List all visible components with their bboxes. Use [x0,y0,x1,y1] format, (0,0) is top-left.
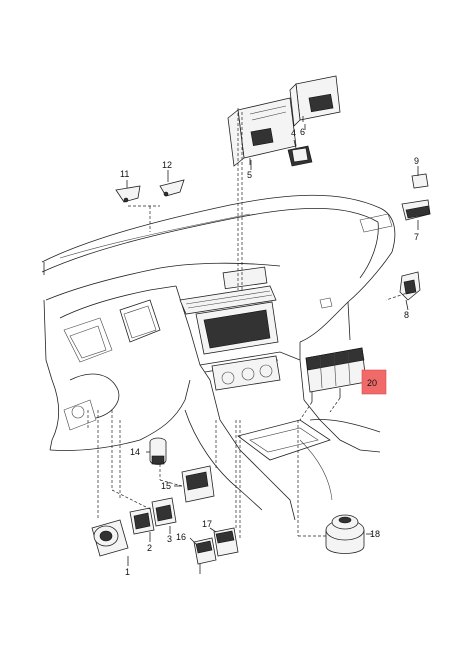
callout-17: 17 [202,519,212,529]
callout-18: 18 [370,529,380,539]
callout-20: 20 [367,378,377,388]
part-20-switch-panel [305,347,367,402]
callout-2: 2 [147,543,152,553]
callout-labels: 1 2 3 4 5 6 7 8 9 11 12 14 15 16 17 18 2… [120,127,419,577]
callout-8: 8 [404,310,409,320]
callout-1: 1 [125,567,130,577]
part-8-sensor [399,271,421,301]
callout-7: 7 [414,232,419,242]
callout-12: 12 [162,160,172,170]
part-17-switch [213,527,239,557]
part-3-switch [151,497,177,527]
callout-6: 6 [300,127,305,137]
callout-15: 15 [161,481,171,491]
leader-lines [87,108,419,574]
part-12-cover [159,179,185,197]
part-1-light-switch [91,519,129,557]
part-9-clip [411,173,429,189]
callout-16: 16 [176,532,186,542]
part-4-switch [287,145,313,167]
part-15-switch [181,465,215,503]
part-11-cover [115,185,141,203]
part-5-bracket [227,97,297,167]
callout-14: 14 [130,447,140,457]
part-2-switch [129,507,155,535]
part-18-rotary-knob [325,514,365,554]
callout-3: 3 [167,534,172,544]
callout-4: 4 [291,128,296,138]
part-7-sensor [401,199,431,221]
callout-11: 11 [120,169,129,179]
dashboard-outline [41,194,396,521]
highlight-box-20 [361,369,387,395]
part-6-bracket [289,75,341,130]
part-16-switch [193,537,217,565]
callout-5: 5 [247,170,252,180]
part-14-switch [149,437,167,465]
callout-9: 9 [414,156,419,166]
